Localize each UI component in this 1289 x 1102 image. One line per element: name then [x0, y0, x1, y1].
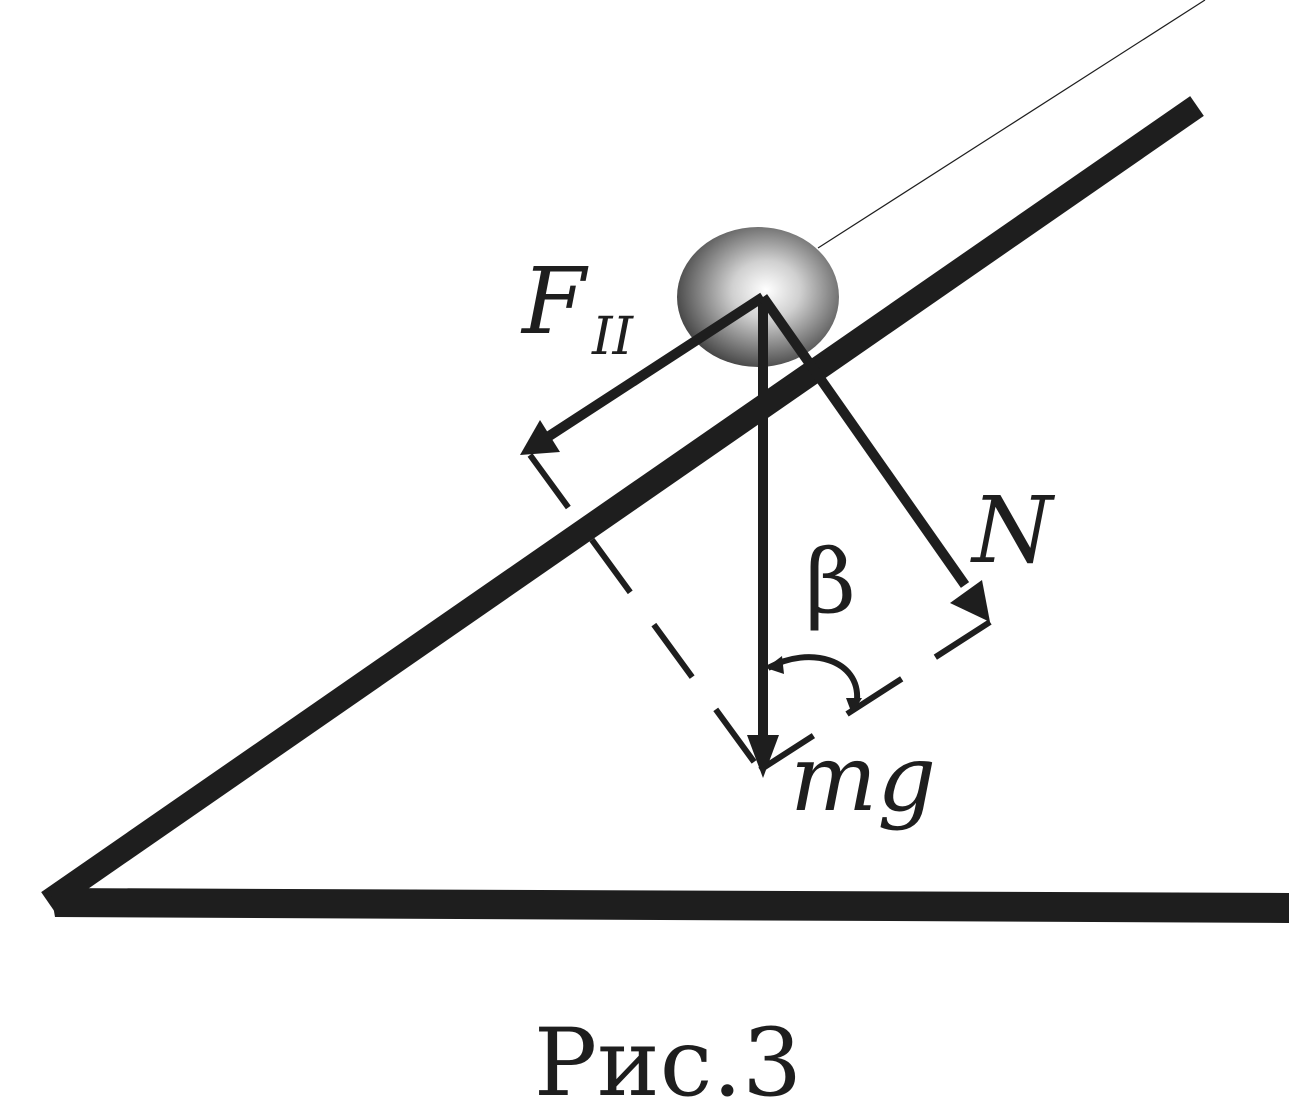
incline-surface: [41, 96, 1204, 912]
dashed-line-right: [758, 619, 992, 773]
angle-arc: [766, 654, 862, 714]
parallel-force-arrow: [520, 292, 766, 455]
ground-line: [50, 888, 1289, 923]
normal-force-label: N: [970, 477, 1056, 584]
figure-caption: Рис.3: [534, 1009, 802, 1102]
gravity-arrow: [747, 297, 779, 778]
parallel-force-subscript: II: [591, 307, 635, 367]
dashed-line-left: [527, 453, 763, 772]
dashed-construction-lines: [527, 453, 992, 773]
parallel-force-label: F: [520, 248, 589, 355]
normal-force-arrow: [758, 294, 990, 622]
gravity-label: mg: [790, 725, 936, 832]
angle-label: β: [805, 530, 856, 633]
string-line: [817, 0, 1206, 249]
